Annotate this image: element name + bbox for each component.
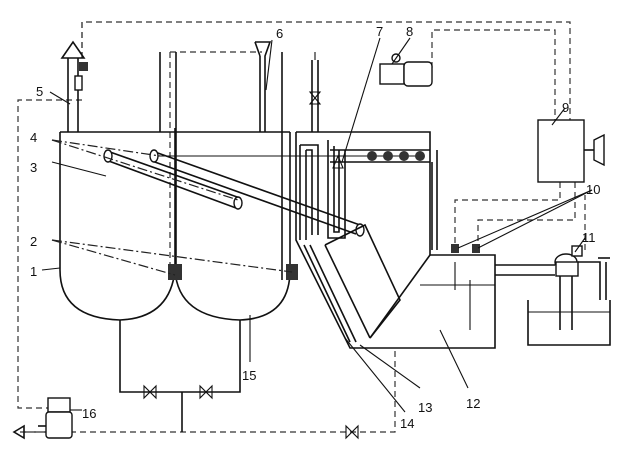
exhaust-outlet <box>60 40 88 132</box>
label-14: 14 <box>400 416 414 431</box>
label-9: 9 <box>562 100 569 115</box>
leader-lines <box>41 37 593 413</box>
label-12: 12 <box>466 396 480 411</box>
label-13: 13 <box>418 400 432 415</box>
drain-valve <box>345 424 359 440</box>
label-16: 16 <box>82 406 96 421</box>
label-6: 6 <box>276 26 283 41</box>
control-unit <box>537 119 605 183</box>
label-1: 1 <box>30 264 37 279</box>
motor-unit <box>379 53 433 87</box>
label-2: 2 <box>30 234 37 249</box>
label-15: 15 <box>242 368 256 383</box>
tank-pair <box>59 128 291 432</box>
label-8: 8 <box>406 24 413 39</box>
label-4: 4 <box>30 130 37 145</box>
label-11: 11 <box>582 230 596 245</box>
control-lines <box>17 21 586 433</box>
separator-vessel <box>295 52 496 349</box>
pump-and-tank <box>495 245 611 346</box>
feed-pipe <box>159 41 283 280</box>
distribution-pipes <box>103 149 420 237</box>
label-5: 5 <box>36 84 43 99</box>
label-7: 7 <box>376 24 383 39</box>
return-pump <box>12 397 73 440</box>
label-3: 3 <box>30 160 37 175</box>
label-10: 10 <box>586 182 600 197</box>
level-sensors <box>168 264 298 280</box>
